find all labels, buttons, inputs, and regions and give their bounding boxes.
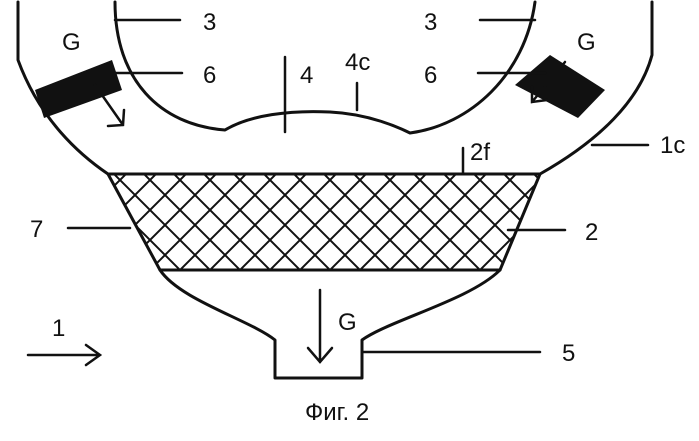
gas-label-right: G (577, 29, 596, 56)
ref-6-right: 6 (424, 62, 437, 89)
ref-5: 5 (562, 340, 575, 367)
filter-mesh (100, 174, 550, 270)
ref-4: 4 (300, 62, 313, 89)
gas-label-bottom: G (338, 309, 357, 336)
ref-2: 2 (585, 219, 598, 246)
inlet-arrow (28, 345, 100, 365)
figure-caption: Фиг. 2 (305, 399, 369, 426)
left-heater-block (35, 60, 122, 118)
gas-label-left: G (62, 29, 81, 56)
ref-2f: 2f (470, 139, 490, 166)
ref-6-left: 6 (203, 62, 216, 89)
bottom-flow-arrow (308, 290, 332, 362)
ref-1c: 1c (660, 132, 685, 159)
ref-3-left: 3 (203, 9, 216, 36)
ref-1: 1 (52, 315, 65, 342)
ref-3-right: 3 (424, 9, 437, 36)
ref-7: 7 (30, 216, 43, 243)
vessel-inner-wall (115, 2, 535, 133)
right-heater-block (515, 55, 605, 118)
ref-4c: 4c (345, 49, 370, 76)
